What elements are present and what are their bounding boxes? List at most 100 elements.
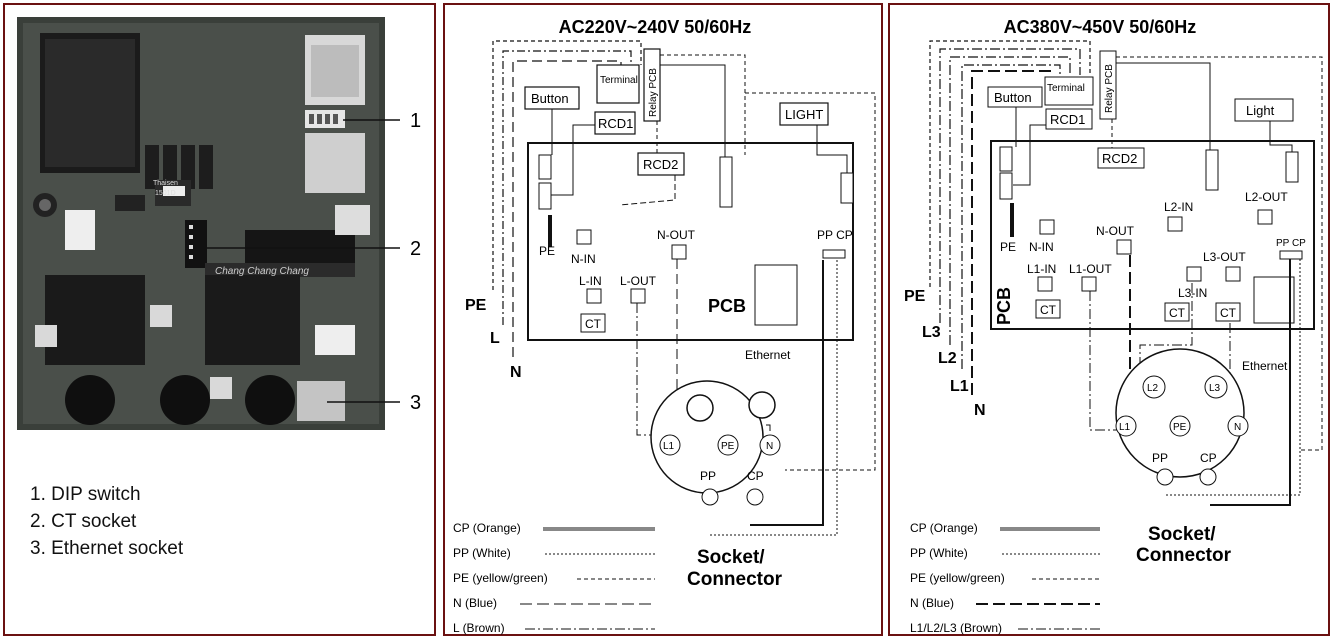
callout-3: 3	[410, 392, 421, 414]
callout-1: 1	[410, 110, 421, 132]
ct-label-l2: CT	[1220, 306, 1237, 320]
rcd2-box	[637, 152, 685, 176]
socket-pin-l1: L1	[1119, 422, 1131, 433]
socket-pin-pe: PE	[721, 441, 735, 452]
socket-outline	[1115, 348, 1245, 478]
socket-pin-n: N	[1234, 422, 1241, 433]
pcb-box	[990, 140, 1315, 330]
board-brand-label: Thaisen	[153, 180, 178, 187]
ct-box-l1	[1035, 299, 1061, 319]
three-phase-wire-legend: CP (Orange) PP (White) PE (yellow/green)…	[910, 521, 1100, 635]
rcd1-label: RCD1	[1050, 112, 1085, 127]
socket-pin-pp-label: PP	[700, 469, 716, 483]
socket-pin-pe: PE	[1173, 422, 1187, 433]
term-l3-in: L3-IN	[1178, 286, 1207, 300]
socket-pin-n: N	[766, 441, 773, 452]
legend-cp: CP (Orange)	[910, 521, 978, 535]
wire-label-pe: PE	[904, 288, 926, 305]
light-box	[779, 102, 829, 126]
term-pe: PE	[539, 244, 555, 258]
button-label: Button	[531, 91, 569, 106]
light-label: LIGHT	[785, 107, 823, 122]
board-model-label: 1501D	[155, 190, 176, 197]
legend-pe: PE (yellow/green)	[910, 571, 1005, 585]
term-n-in: N-IN	[1029, 240, 1054, 254]
wire-label-l3: L3	[922, 324, 941, 341]
relay-pcb-label: Relay PCB	[1104, 64, 1115, 113]
board-photo-panel: Chang Chang Chang Thaisen 1501D 1 2 3 1.…	[3, 3, 436, 636]
legend-cp: CP (Orange)	[453, 521, 521, 535]
term-l2-in: L2-IN	[1164, 200, 1193, 214]
pcb-label: PCB	[708, 296, 746, 316]
term-l2-out: L2-OUT	[1245, 190, 1288, 204]
component-legend: 1. DIP switch 2. CT socket 3. Ethernet s…	[30, 481, 183, 562]
light-box	[1234, 98, 1294, 122]
button-label: Button	[994, 90, 1032, 105]
ct-box	[580, 313, 606, 333]
wire-label-n: N	[974, 402, 986, 419]
light-label: Light	[1246, 103, 1275, 118]
legend-l: L1/L2/L3 (Brown)	[910, 621, 1002, 635]
socket-pin-l1: L1	[663, 441, 675, 452]
board-photo: Chang Chang Chang Thaisen 1501D 1 2 3	[17, 17, 421, 430]
term-l-out: L-OUT	[620, 274, 657, 288]
term-n-out: N-OUT	[657, 228, 696, 242]
single-phase-title: AC220V~240V 50/60Hz	[559, 17, 752, 37]
ct-box-l3	[1164, 302, 1190, 322]
board-logo-strip: Chang Chang Chang	[215, 266, 309, 277]
three-phase-diagram-panel: AC380V~450V 50/60Hz PCB PE L3 L2 L1 N Te…	[888, 3, 1330, 636]
legend-dip-switch: 1. DIP switch	[30, 484, 141, 505]
wire-label-pe: PE	[465, 297, 487, 314]
terminal-box	[1044, 76, 1094, 106]
wire-label-l1: L1	[950, 378, 969, 395]
terminal-box	[596, 64, 640, 104]
rcd2-label: RCD2	[643, 157, 678, 172]
socket-pin-l3: L3	[1209, 383, 1221, 394]
socket-title-line1: Socket/	[1148, 524, 1216, 545]
relay-pcb-box	[1099, 50, 1117, 120]
legend-pe: PE (yellow/green)	[453, 571, 548, 585]
rcd1-label: RCD1	[598, 116, 633, 131]
terminal-label: Terminal	[1047, 83, 1085, 94]
button-box	[987, 86, 1043, 108]
wire-label-n: N	[510, 364, 522, 381]
term-pe: PE	[1000, 240, 1016, 254]
socket-title-line2: Connector	[1136, 545, 1232, 566]
socket-title-line1: Socket/	[697, 547, 765, 568]
ct-label: CT	[585, 317, 602, 331]
legend-n: N (Blue)	[910, 596, 954, 610]
term-n-in: N-IN	[571, 252, 596, 266]
ct-label-l3: CT	[1169, 306, 1186, 320]
rcd2-label: RCD2	[1102, 151, 1137, 166]
legend-l: L (Brown)	[453, 621, 505, 635]
socket-pin-l2: L2	[1147, 383, 1159, 394]
socket-pin-cp-label: CP	[747, 469, 764, 483]
single-phase-diagram-panel: AC220V~240V 50/60Hz PCB PE L N Terminal …	[443, 3, 883, 636]
term-l1-in: L1-IN	[1027, 262, 1056, 276]
single-phase-wiring-diagram: AC220V~240V 50/60Hz PCB PE L N Terminal …	[453, 17, 876, 635]
pcb-box	[527, 142, 854, 341]
ethernet-port	[1253, 276, 1295, 324]
term-n-out: N-OUT	[1096, 224, 1135, 238]
ethernet-label: Ethernet	[1242, 359, 1288, 373]
socket-pin-cp-label: CP	[1200, 451, 1217, 465]
three-phase-title: AC380V~450V 50/60Hz	[1004, 17, 1197, 37]
legend-pp: PP (White)	[453, 546, 511, 560]
single-phase-wire-legend: CP (Orange) PP (White) PE (yellow/green)…	[453, 521, 655, 635]
rcd2-box	[1097, 147, 1145, 169]
wire-label-l2: L2	[938, 350, 957, 367]
legend-ct-socket: 2. CT socket	[30, 511, 137, 532]
ct-label-l1: CT	[1040, 303, 1057, 317]
term-l3-out: L3-OUT	[1203, 250, 1246, 264]
ethernet-label: Ethernet	[745, 348, 791, 362]
term-l1-out: L1-OUT	[1069, 262, 1112, 276]
legend-ethernet-socket: 3. Ethernet socket	[30, 538, 184, 559]
legend-pp: PP (White)	[910, 546, 968, 560]
socket-pin-pp-label: PP	[1152, 451, 1168, 465]
relay-pcb-box	[643, 48, 661, 122]
wire-label-l: L	[490, 330, 500, 347]
three-phase-wiring-diagram: AC380V~450V 50/60Hz PCB PE L3 L2 L1 N Te…	[904, 17, 1323, 635]
terminal-label: Terminal	[600, 75, 638, 86]
ethernet-port	[754, 264, 798, 326]
rcd1-box	[594, 111, 636, 135]
